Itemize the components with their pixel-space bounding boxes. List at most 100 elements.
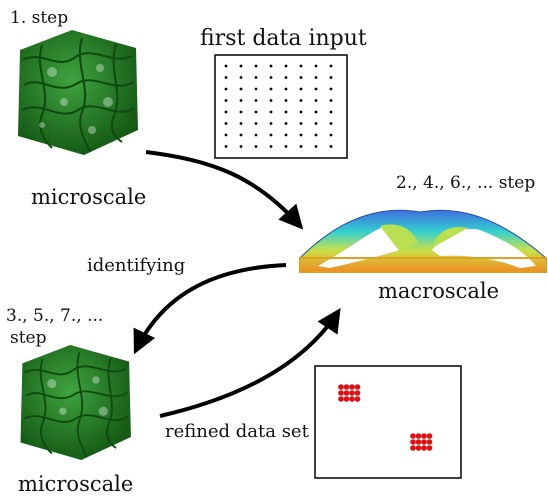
grid-data-point — [269, 64, 273, 68]
step1-label: 1. step — [10, 8, 69, 28]
grid-data-point — [269, 133, 273, 137]
grid-data-point — [299, 76, 303, 79]
grid-data-point — [254, 122, 258, 125]
grid-data-point — [239, 87, 243, 91]
grid-data-point — [224, 122, 228, 125]
grid-data-point — [224, 99, 228, 102]
microstructure-lattice-icon — [20, 345, 131, 460]
grid-data-point — [299, 64, 303, 68]
grid-data-point — [299, 87, 303, 91]
refined-data-point — [410, 445, 416, 451]
grid-data-point — [239, 76, 243, 79]
microscale-top-label: microscale — [31, 185, 147, 209]
grid-data-point — [284, 133, 288, 137]
grid-data-point — [284, 110, 288, 114]
grid-data-point — [254, 64, 258, 68]
grid-data-point — [299, 110, 303, 114]
grid-data-point — [269, 76, 273, 79]
arrow-refined-to-macro — [159, 307, 341, 418]
grid-data-point — [329, 145, 333, 148]
refined-data-point — [349, 390, 355, 396]
grid-data-point — [284, 99, 288, 102]
refined-data-point — [338, 384, 344, 390]
grid-data-point — [254, 87, 258, 91]
refined-data-point — [421, 439, 427, 445]
grid-data-point — [224, 110, 228, 114]
grid-data-point — [314, 122, 318, 125]
refined-data-point — [415, 445, 422, 451]
refined-data-point — [410, 439, 416, 445]
grid-data-point — [224, 133, 228, 137]
grid-data-point — [329, 76, 333, 79]
refined-data-point — [415, 433, 422, 439]
grid-data-point — [329, 64, 333, 68]
arrow-micro-to-macro — [145, 150, 304, 230]
grid-data-point — [314, 99, 318, 102]
refined-data-point — [426, 439, 433, 445]
refined-data-point — [354, 390, 361, 396]
grid-data-point — [329, 110, 333, 114]
grid-data-point — [314, 76, 318, 79]
grid-data-point — [254, 133, 258, 137]
grid-data-point — [284, 76, 288, 79]
refined-data-point — [426, 433, 433, 439]
refined-data-point — [349, 396, 355, 402]
grid-data-point — [269, 145, 273, 148]
grid-data-point — [284, 122, 288, 125]
grid-data-point — [329, 122, 333, 125]
refined-data-point — [338, 396, 344, 402]
grid-data-point — [299, 145, 303, 148]
grid-data-point — [254, 76, 258, 79]
microscale-bottom-label: microscale — [18, 472, 134, 496]
grid-data-point — [254, 99, 258, 102]
grid-data-point — [254, 145, 258, 148]
grid-data-point — [314, 110, 318, 114]
grid-data-point — [254, 110, 258, 114]
grid-data-point — [299, 122, 303, 125]
grid-data-point — [224, 87, 228, 91]
refined-data-set-label: refined data set — [165, 421, 309, 442]
odd-steps-label-line1: 3., 5., 7., ... — [6, 306, 104, 326]
refined-data-clusters-icon — [314, 365, 462, 479]
grid-data-point — [314, 133, 318, 137]
grid-data-point — [284, 145, 288, 148]
refined-data-point — [415, 439, 422, 445]
arrow-identifying — [133, 263, 287, 355]
identifying-label: identifying — [87, 255, 186, 276]
refined-data-point — [343, 384, 350, 390]
grid-data-point — [239, 110, 243, 114]
refined-data-point — [421, 445, 427, 451]
grid-data-point — [329, 99, 333, 102]
refined-data-point — [421, 433, 427, 439]
refined-data-point — [354, 396, 361, 402]
grid-data-point — [269, 87, 273, 91]
data-grid-icon — [214, 54, 348, 159]
grid-data-point — [224, 76, 228, 79]
grid-data-point — [269, 99, 273, 102]
refined-data-point — [338, 390, 344, 396]
odd-steps-label-line2: step — [10, 328, 47, 348]
macroscale-beam-icon — [299, 209, 547, 273]
grid-data-point — [224, 145, 228, 148]
refined-data-point — [354, 384, 361, 390]
grid-data-point — [269, 110, 273, 114]
grid-data-point — [299, 99, 303, 102]
grid-data-point — [239, 64, 243, 68]
grid-data-point — [239, 99, 243, 102]
grid-data-point — [329, 87, 333, 91]
refined-data-point — [410, 433, 416, 439]
grid-data-point — [314, 87, 318, 91]
refined-data-point — [343, 390, 350, 396]
grid-data-point — [224, 64, 228, 68]
macroscale-label: macroscale — [378, 279, 500, 303]
grid-data-point — [239, 145, 243, 148]
grid-data-point — [239, 122, 243, 125]
grid-data-point — [329, 133, 333, 137]
grid-data-point — [269, 122, 273, 125]
refined-data-point — [349, 384, 355, 390]
grid-data-point — [314, 64, 318, 68]
even-steps-label: 2., 4., 6., ... step — [396, 173, 536, 193]
grid-data-point — [284, 64, 288, 68]
refined-data-point — [343, 396, 350, 402]
